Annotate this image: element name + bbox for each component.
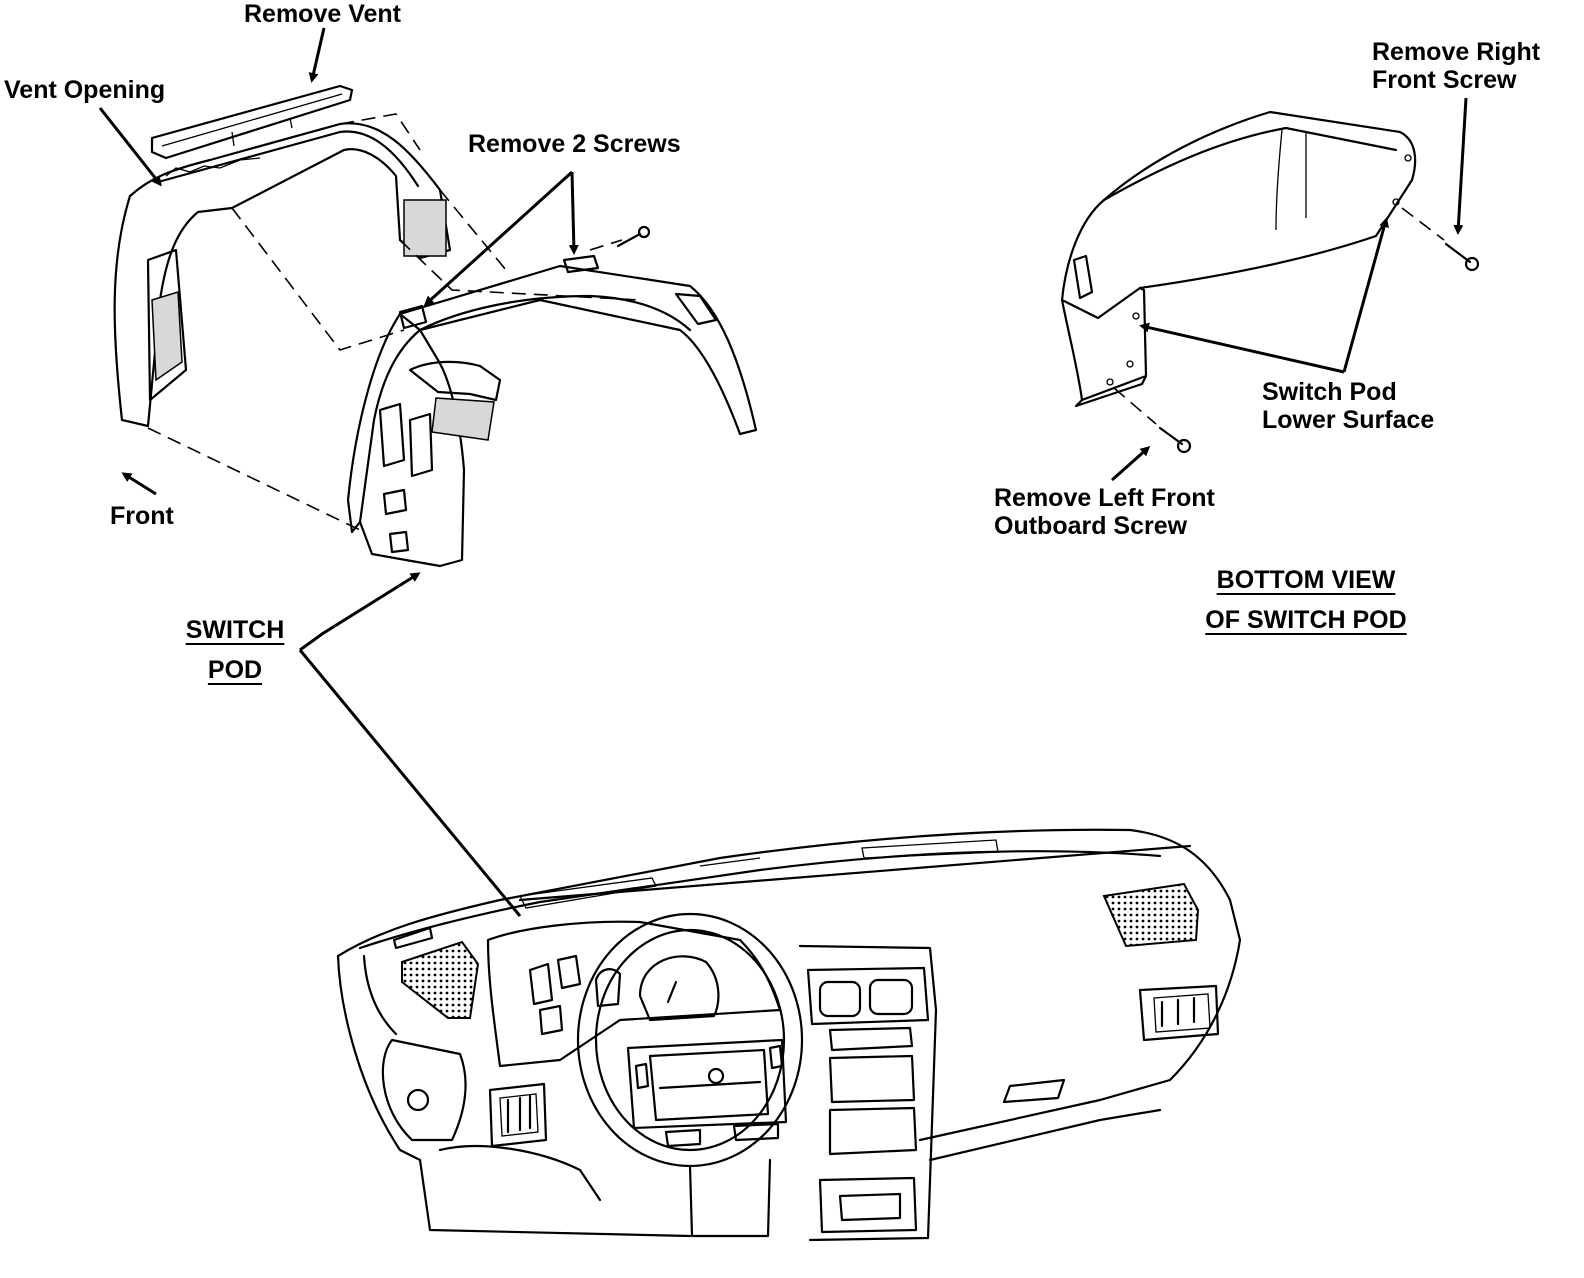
switch-pod-upper-hood — [113, 122, 452, 428]
alignment-line — [147, 427, 361, 531]
alignment-line — [589, 239, 623, 251]
remove-right-front-screw-label: Remove Right Front Screw — [1372, 38, 1541, 94]
exploded-switch-pod — [113, 84, 758, 568]
alignment-line — [339, 113, 421, 151]
remove-vent-label: Remove Vent — [244, 0, 402, 28]
alignment-line — [439, 189, 507, 271]
switch-pod-label: SWITCH POD — [185, 616, 285, 684]
switch-pod-lower-surface-label: Switch Pod Lower Surface — [1262, 378, 1435, 434]
remove-left-front-outboard-screw-label: Remove Left Front Outboard Screw — [994, 484, 1215, 540]
left-speaker-grille — [401, 940, 480, 1019]
pod-screw — [616, 225, 651, 248]
front-label: Front — [110, 502, 174, 530]
bottom-view-title: BOTTOM VIEW OF SWITCH POD — [1205, 566, 1407, 634]
bottom-view-leaders — [1111, 97, 1468, 482]
steering-wheel — [576, 912, 804, 1238]
alignment-line — [399, 239, 641, 301]
instrument-panel-assembly — [336, 828, 1242, 1242]
remove-2-screws-label: Remove 2 Screws — [468, 130, 681, 158]
removable-vent — [150, 84, 354, 160]
alignment-line — [231, 207, 405, 351]
exploded-view-leaders — [98, 27, 579, 917]
switch-pod-lower-housing — [346, 254, 758, 568]
right-speaker-grille — [1102, 882, 1200, 948]
switch-pod-bottom-view — [1060, 110, 1480, 454]
vent-opening-label: Vent Opening — [4, 76, 166, 104]
